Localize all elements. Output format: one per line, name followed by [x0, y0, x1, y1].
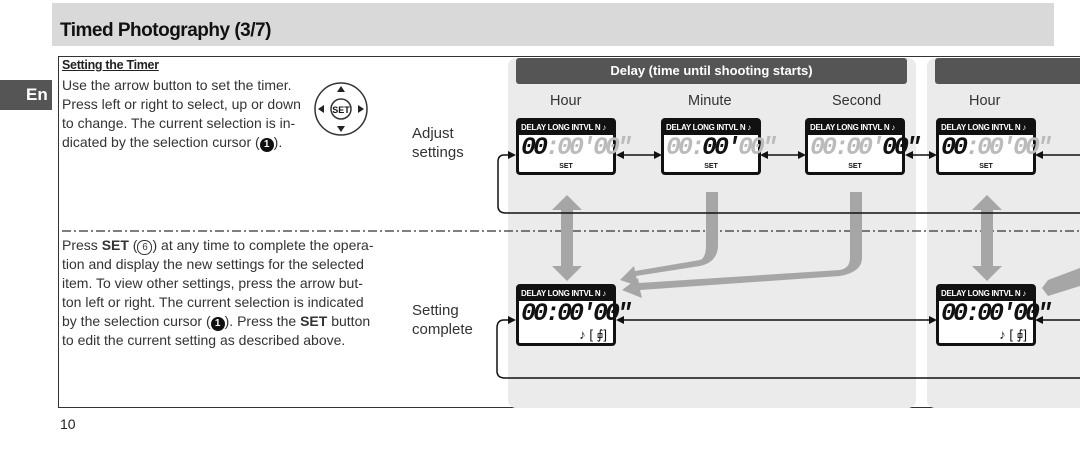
cursor-marker-icon: 1 — [259, 138, 274, 152]
lcd-mode-bar: DELAY LONG INTVL N ♪ — [939, 287, 1033, 301]
lcd-mode-bar: DELAY LONG INTVL N ♪ — [939, 121, 1033, 135]
return-arrow-icon — [620, 192, 718, 286]
p2-line-5: by the selection cursor (1). Press the S… — [62, 313, 371, 331]
cursor-marker-icon: 1 — [210, 317, 225, 331]
lcd-status-icons: ♪ [ ⨖] — [579, 327, 607, 342]
p2-line-4: ton left or right. The current selection… — [62, 294, 364, 310]
instruction-paragraph-1: Use the arrow button to set the timer. P… — [62, 76, 312, 152]
lcd-mode-bar: DELAY LONG INTVL N ♪ — [664, 121, 758, 135]
lcd-digits: 00:00'00" — [666, 133, 777, 162]
lcd-mode-bar: DELAY LONG INTVL N ♪ — [808, 121, 902, 135]
lcd-complete-2: DELAY LONG INTVL N ♪ 00:00'00" ♪ [ ⨖] — [936, 284, 1052, 346]
double-arrow-icon — [972, 195, 1002, 281]
p2-line-1: Press SET (6) at any time to complete th… — [62, 237, 374, 255]
return-arrow-icon — [622, 192, 862, 298]
next-panel-header — [935, 58, 1080, 84]
title-bar — [52, 3, 1054, 46]
lcd-adjust-hour: DELAY LONG INTVL N ♪ 00:00'00" SET — [516, 118, 632, 175]
lcd-mode-bar: DELAY LONG INTVL N ♪ — [519, 287, 613, 301]
lcd-set-label: SET — [979, 163, 993, 170]
lcd-status-icons: ♪ [ ⨖] — [999, 327, 1027, 342]
section-heading: Setting the Timer — [62, 58, 159, 72]
p2-line-2: tion and display the new settings for th… — [62, 256, 364, 272]
column-label-second: Second — [832, 93, 882, 109]
double-arrow-icon — [552, 195, 582, 281]
row-label-complete: Setting complete — [412, 301, 473, 339]
delay-panel-header: Delay (time until shooting starts) — [516, 58, 907, 84]
navigation-arrows — [496, 154, 1080, 379]
p1-line-1: Use the arrow button to set the timer. — [62, 77, 292, 93]
p2-line-6: to edit the current setting as described… — [62, 332, 346, 348]
column-label-hour: Hour — [550, 93, 582, 109]
arrowheads — [508, 151, 1043, 324]
lcd-set-label: SET — [848, 163, 862, 170]
page-title: Timed Photography (3/7) — [60, 20, 271, 41]
p2-line-3: item. To view other settings, press the … — [62, 275, 363, 291]
row-label-complete-2: complete — [412, 321, 473, 338]
lcd-digits: 00:00'00" — [941, 299, 1052, 328]
dpad-icon: SET — [311, 82, 371, 136]
lcd-adjust-hour-2: DELAY LONG INTVL N ♪ 00:00'00" SET — [936, 118, 1052, 175]
lcd-digits: 00:00'00" — [810, 133, 921, 162]
row-label-adjust-2: settings — [412, 144, 464, 161]
lcd-digits: 00:00'00" — [941, 133, 1052, 162]
lcd-digits: 00:00'00" — [521, 133, 632, 162]
p1-line-2: Press left or right to select, up or dow… — [62, 96, 301, 112]
return-arrow-icon — [1042, 268, 1080, 296]
row-label-complete-1: Setting — [412, 302, 459, 319]
column-label-minute: Minute — [688, 93, 732, 109]
lcd-mode-bar: DELAY LONG INTVL N ♪ — [519, 121, 613, 135]
row-label-adjust: Adjust settings — [412, 124, 464, 162]
lcd-complete-1: DELAY LONG INTVL N ♪ 00:00'00" ♪ [ ⨖] — [516, 284, 632, 346]
lcd-digits: 00:00'00" — [521, 299, 632, 328]
page-number: 10 — [60, 416, 76, 432]
next-panel — [927, 58, 1080, 408]
instruction-paragraph-2: Press SET (6) at any time to complete th… — [62, 236, 382, 350]
column-label-hour-2: Hour — [969, 93, 1001, 109]
row-label-adjust-1: Adjust — [412, 125, 454, 142]
lcd-set-label: SET — [559, 163, 573, 170]
lcd-set-label: SET — [704, 163, 718, 170]
p1-line-4: dicated by the selection cursor (1). — [62, 134, 283, 152]
language-tab: En — [0, 80, 52, 110]
lcd-adjust-minute: DELAY LONG INTVL N ♪ 00:00'00" SET — [661, 118, 777, 175]
set-button-ref-icon: 6 — [137, 240, 153, 255]
p1-line-3: to change. The current selection is in- — [62, 115, 296, 131]
lcd-adjust-second: DELAY LONG INTVL N ♪ 00:00'00" SET — [805, 118, 921, 175]
svg-text:SET: SET — [332, 105, 350, 115]
transition-arrows — [552, 192, 1080, 298]
